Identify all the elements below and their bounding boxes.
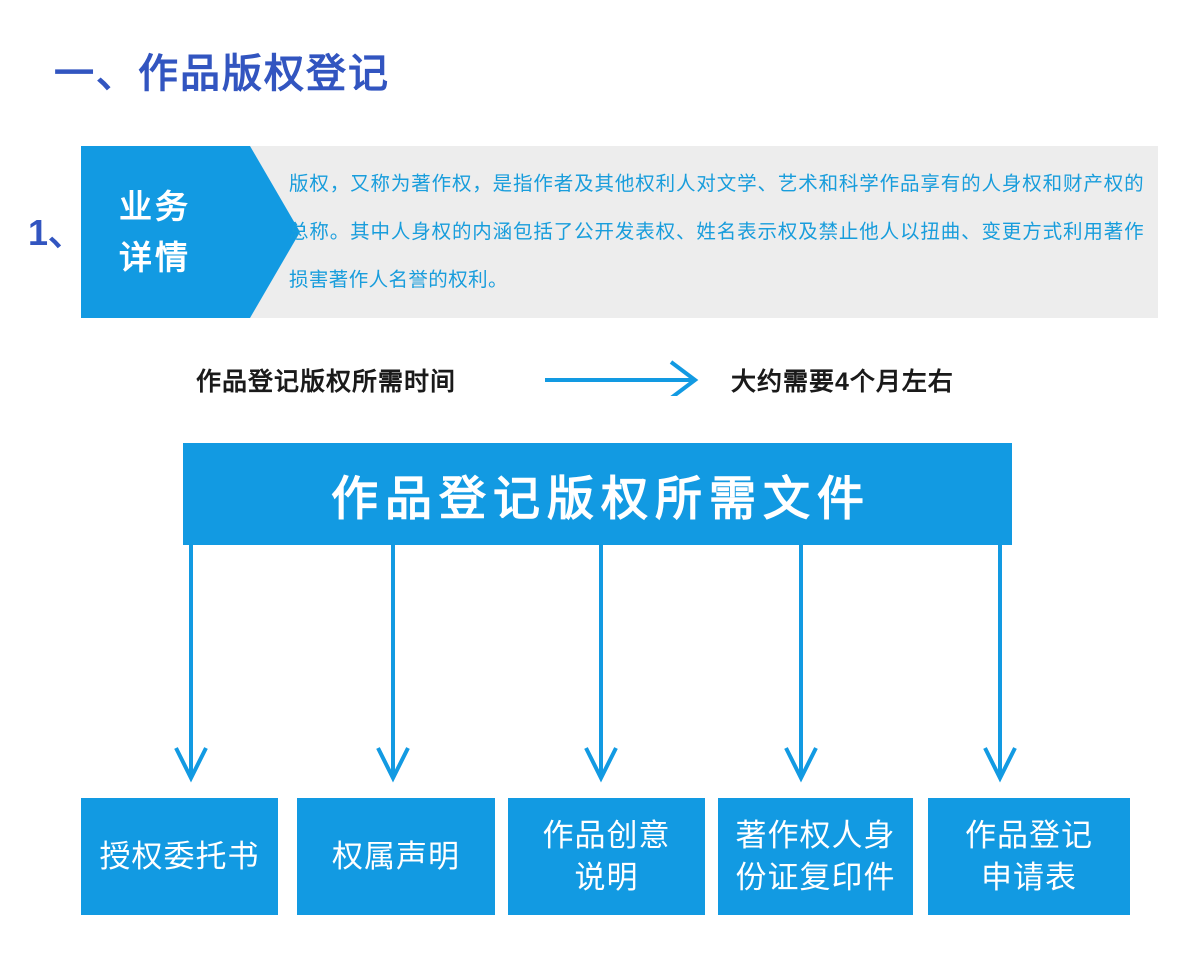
required-documents-banner-title: 作品登记版权所需文件 (331, 471, 871, 525)
arrow-right-icon (545, 360, 700, 400)
page-title: 一、作品版权登记 (54, 52, 390, 96)
document-box-application-form[interactable]: 作品登记申请表 (928, 798, 1130, 915)
processing-time-value: 大约需要4个月左右 (731, 368, 954, 396)
document-box-ownership-statement[interactable]: 权属声明 (297, 798, 495, 915)
document-box-label: 授权委托书 (99, 838, 260, 874)
business-detail-tag: 业务 详情 (81, 146, 300, 318)
document-box-label: 作品登记申请表 (965, 818, 1093, 895)
required-documents-banner: 作品登记版权所需文件 (183, 443, 1012, 545)
document-box-label: 著作权人身份证复印件 (735, 818, 896, 895)
document-box-label: 作品创意说明 (542, 818, 671, 895)
document-box-id-copy[interactable]: 著作权人身份证复印件 (718, 798, 913, 915)
business-detail-section: 1、 业务 详情 版权，又称为著作权，是指作者及其他权利人对文学、艺术和科学作品… (0, 146, 1200, 318)
document-box-creative-description[interactable]: 作品创意说明 (508, 798, 705, 915)
business-detail-tag-line2: 详情 (119, 239, 191, 276)
document-box-label: 权属声明 (332, 838, 460, 874)
business-detail-panel: 业务 详情 版权，又称为著作权，是指作者及其他权利人对文学、艺术和科学作品享有的… (81, 146, 1158, 318)
business-detail-paragraph: 版权，又称为著作权，是指作者及其他权利人对文学、艺术和科学作品享有的人身权和财产… (289, 173, 1144, 291)
processing-time-label: 作品登记版权所需时间 (196, 368, 457, 396)
document-box-authorization-letter[interactable]: 授权委托书 (81, 798, 278, 915)
business-detail-tag-line1: 业务 (119, 187, 191, 225)
processing-time-row: 作品登记版权所需时间 大约需要4个月左右 (0, 360, 1200, 406)
section-index-label: 1、 (28, 212, 85, 253)
